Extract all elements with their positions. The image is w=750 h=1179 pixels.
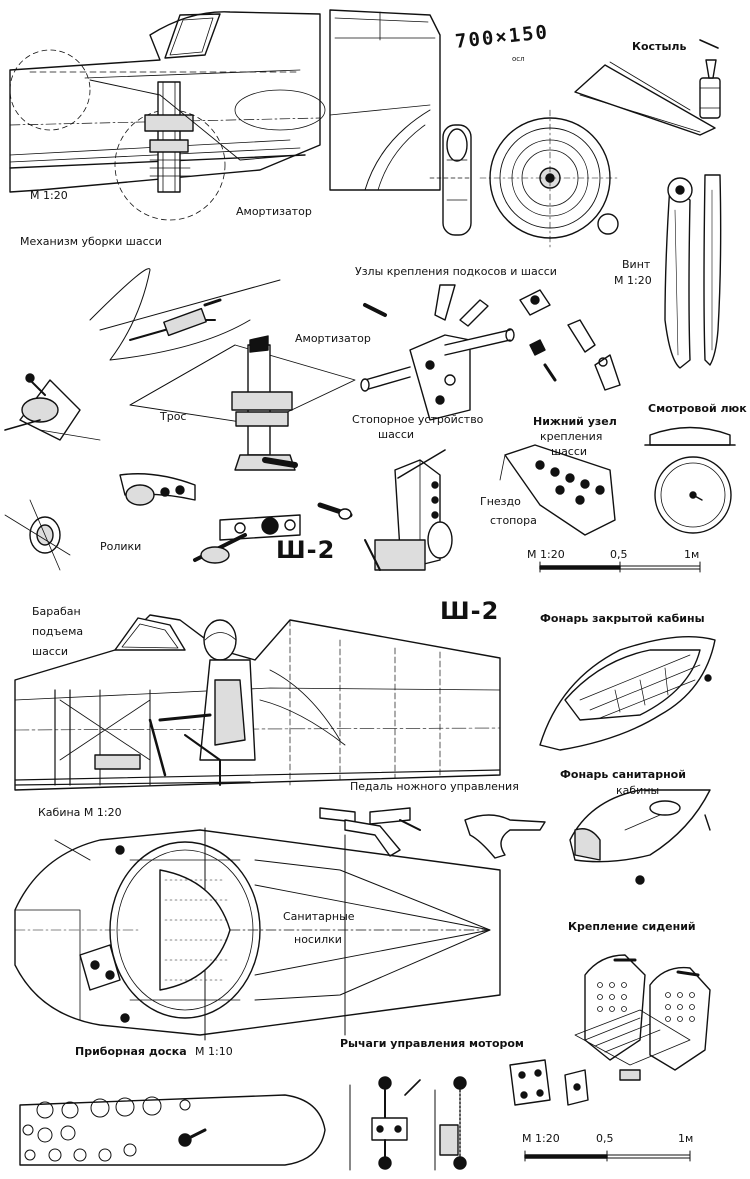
scale-bar-bottom-mid: 0,5 xyxy=(596,1132,614,1145)
lock-device-label-2: шасси xyxy=(378,428,415,441)
fuselage-top-view xyxy=(14,827,501,1041)
model-name-middle: Ш-2 xyxy=(276,536,336,564)
seat-mount-label: Крепление сидений xyxy=(568,920,696,933)
engine-control-levers xyxy=(349,1076,467,1171)
rollers-label: Ролики xyxy=(100,540,142,553)
lock-device xyxy=(364,449,453,571)
scale-bar-bottom xyxy=(524,1150,691,1162)
propeller-label: Винт xyxy=(622,258,651,271)
fuselage-front-view xyxy=(329,9,472,236)
fittings-lower xyxy=(193,502,353,564)
propeller xyxy=(664,174,722,369)
closed-cabin-canopy xyxy=(539,636,716,751)
retraction-title: Механизм уборки шасси xyxy=(20,235,162,248)
stretcher-label-1: Санитарные xyxy=(283,910,355,923)
drum-label-2: подъема xyxy=(32,625,84,638)
lower-mount-label-3: шасси xyxy=(551,445,588,458)
lock-socket-label-2: стопора xyxy=(490,514,537,527)
drum-label-3: шасси xyxy=(32,645,69,658)
fuselage-side-top xyxy=(9,11,326,221)
pedals-label: Педаль ножного управления xyxy=(350,780,519,793)
scale-bar-middle xyxy=(539,561,701,573)
lock-device-label: Стопорное устройство xyxy=(352,413,484,426)
inspection-hatch xyxy=(644,426,736,534)
scale-bar-middle-mid: 0,5 xyxy=(610,548,628,561)
scale-bar-bottom-right: 1м xyxy=(678,1132,694,1145)
shock-absorber-label-2: Амортизатор xyxy=(295,332,371,345)
instrument-panel xyxy=(19,1094,326,1166)
tail-skid-label: Костыль xyxy=(632,40,687,53)
engine-levers-label: Рычаги управления мотором xyxy=(340,1037,524,1050)
cabin-side-view xyxy=(14,614,501,791)
scale-bar-middle-right: 1м xyxy=(684,548,700,561)
propeller-scale: М 1:20 xyxy=(614,274,652,287)
tire-sub-label: осл xyxy=(512,55,525,63)
drum-label-1: Барабан xyxy=(32,605,81,618)
strut-mounts xyxy=(360,284,621,421)
scale-bar-bottom-left: М 1:20 xyxy=(522,1132,560,1145)
shock-absorber-label-1: Амортизатор xyxy=(236,205,312,218)
inspection-hatch-label: Смотровой люк xyxy=(648,402,747,415)
cable-label: Трос xyxy=(160,410,187,423)
model-name-lower: Ш-2 xyxy=(440,597,500,625)
retraction-mechanism-perspective xyxy=(89,268,356,471)
panel-scale-label: М 1:10 xyxy=(195,1045,233,1058)
closed-canopy-label: Фонарь закрытой кабины xyxy=(540,612,705,625)
wheel-side-view xyxy=(479,109,621,251)
scale-bar-middle-left: М 1:20 xyxy=(527,548,565,561)
cabin-scale-label: Кабина М 1:20 xyxy=(38,806,122,819)
lower-mount-label-1: Нижний узел xyxy=(533,415,617,428)
stretcher-label-2: носилки xyxy=(294,933,342,946)
lower-gear-mount xyxy=(499,444,616,536)
pulley-assemblies xyxy=(4,373,196,571)
tail-skid xyxy=(574,39,721,136)
lower-mount-label-2: крепления xyxy=(540,430,603,443)
mounts-title: Узлы крепления подкосов и шасси xyxy=(355,265,557,278)
ambulance-canopy-label-2: кабины xyxy=(616,784,660,797)
scale-top: М 1:20 xyxy=(30,189,68,202)
seat-mounts xyxy=(509,954,711,1106)
instrument-panel-label: Приборная доска xyxy=(75,1045,187,1058)
pedal-assembly xyxy=(319,807,546,859)
ambulance-cabin-canopy xyxy=(569,789,711,885)
ambulance-canopy-label-1: Фонарь санитарной xyxy=(560,768,686,781)
lock-socket-label-1: Гнездо xyxy=(480,495,521,508)
